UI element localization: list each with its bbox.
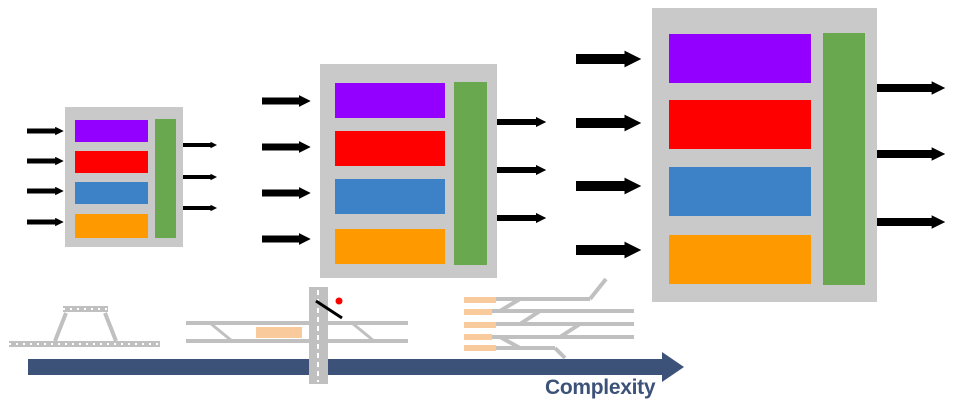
flyover-icon bbox=[9, 306, 160, 347]
level-crossing-icon bbox=[186, 287, 408, 384]
signal-light-icon bbox=[335, 297, 343, 305]
layer-orange bbox=[75, 214, 148, 238]
layer-blue bbox=[75, 182, 148, 204]
layer-red bbox=[335, 131, 445, 166]
layer-orange bbox=[335, 229, 445, 264]
complexity-axis bbox=[28, 352, 684, 382]
layer-purple bbox=[335, 83, 445, 118]
input-arrows bbox=[27, 126, 64, 227]
axis-arrowhead-icon bbox=[662, 352, 684, 382]
stage-simple bbox=[27, 107, 218, 247]
side-bar-green bbox=[454, 82, 487, 265]
layer-red bbox=[669, 100, 811, 149]
layer-purple bbox=[669, 34, 811, 83]
input-arrows bbox=[262, 95, 311, 245]
layer-purple bbox=[75, 120, 148, 142]
input-arrows bbox=[576, 50, 642, 259]
output-arrows bbox=[497, 116, 547, 224]
axis-shaft bbox=[28, 359, 664, 375]
stage-complex bbox=[576, 8, 946, 302]
side-bar-green bbox=[823, 33, 865, 285]
layer-red bbox=[75, 151, 148, 173]
output-arrows bbox=[877, 81, 946, 229]
stage-medium bbox=[262, 64, 547, 278]
layer-orange bbox=[669, 235, 811, 284]
train-icons bbox=[464, 297, 496, 351]
side-bar-green bbox=[155, 119, 176, 238]
junction-icon bbox=[464, 277, 634, 360]
barrier-arm bbox=[315, 299, 343, 320]
output-arrows bbox=[183, 141, 218, 212]
axis-label: Complexity bbox=[545, 376, 656, 399]
layer-blue bbox=[335, 179, 445, 214]
train-icon bbox=[256, 327, 302, 338]
layer-blue bbox=[669, 167, 811, 216]
